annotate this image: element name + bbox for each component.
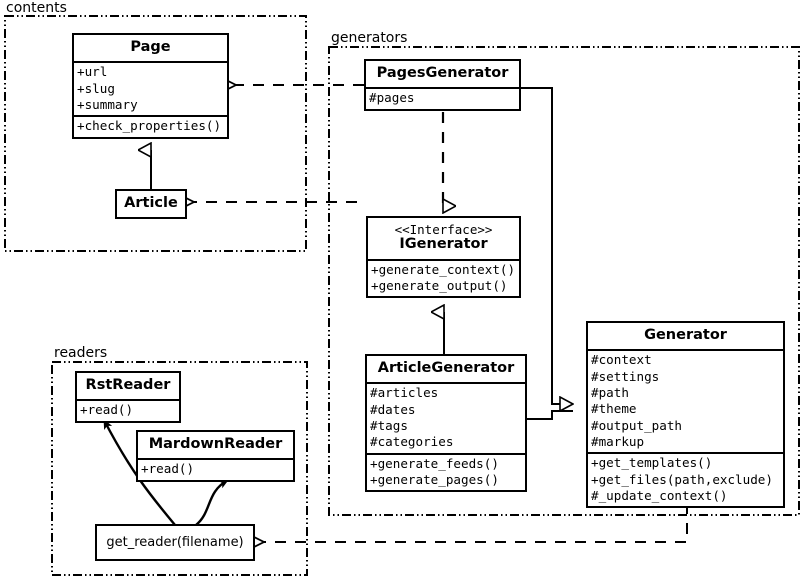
method-row: +generate_feeds() <box>370 455 499 471</box>
class-page-methods: +check_properties() <box>74 115 227 136</box>
attribute-row: #theme <box>591 401 637 417</box>
class-igenerator-stereotype: <<Interface>> <box>394 222 493 237</box>
attribute-row: #tags <box>370 417 408 433</box>
class-rstreader-title: RstReader <box>85 377 171 393</box>
class-mardownreader-methods: +read() <box>138 458 293 479</box>
line-pagesgenerator-to-generator <box>521 87 573 404</box>
package-label-readers: readers <box>54 345 108 361</box>
class-articlegenerator-title: ArticleGenerator <box>377 360 515 376</box>
function-box-get-reader[interactable]: get_reader(filename) <box>95 524 255 561</box>
class-article-title: Article <box>124 195 178 211</box>
method-row: +check_properties() <box>77 118 222 134</box>
class-articlegenerator[interactable]: ArticleGenerator #articles #dates #tags … <box>365 354 527 493</box>
class-igenerator-title: <<Interface>> IGenerator <box>368 218 519 259</box>
class-page[interactable]: Page +url +slug +summary +check_properti… <box>72 33 229 139</box>
attribute-row: #path <box>591 384 629 400</box>
class-mardownreader-title: MardownReader <box>148 436 283 452</box>
method-row: #_update_context() <box>591 488 728 504</box>
class-generator-title: Generator <box>644 327 727 343</box>
attribute-row: #categories <box>370 434 454 450</box>
line-articlegenerator-to-generator <box>527 410 573 420</box>
package-label-contents: contents <box>6 0 67 16</box>
class-article[interactable]: Article <box>115 189 187 220</box>
class-pagesgenerator[interactable]: PagesGenerator #pages <box>364 59 521 111</box>
class-pagesgenerator-attributes: #pages <box>366 87 519 108</box>
class-generator-attributes: #context #settings #path #theme #output_… <box>588 349 783 452</box>
method-row: +read() <box>141 461 195 477</box>
method-row: +read() <box>80 402 134 418</box>
attribute-row: #articles <box>370 385 439 401</box>
method-row: +generate_context() <box>371 261 516 277</box>
class-generator-methods: +get_templates() +get_files(path,exclude… <box>588 452 783 506</box>
class-pagesgenerator-title: PagesGenerator <box>376 65 509 81</box>
attribute-row: #markup <box>591 434 645 450</box>
attribute-row: #pages <box>369 90 415 106</box>
class-igenerator[interactable]: <<Interface>> IGenerator +generate_conte… <box>366 216 521 299</box>
method-row: +get_files(path,exclude) <box>591 471 773 487</box>
line-generator-to-getreader <box>264 503 688 542</box>
class-igenerator-methods: +generate_context() +generate_output() <box>368 258 519 297</box>
class-page-attributes: +url +slug +summary <box>74 61 227 115</box>
method-row: +generate_output() <box>371 277 508 293</box>
method-row: +get_templates() <box>591 455 713 471</box>
class-rstreader[interactable]: RstReader +read() <box>75 371 181 423</box>
class-articlegenerator-attributes: #articles #dates #tags #categories <box>367 382 525 452</box>
function-box-get-reader-label: get_reader(filename) <box>106 535 244 550</box>
package-label-generators: generators <box>331 30 408 46</box>
attribute-row: +summary <box>77 96 138 112</box>
attribute-row: #settings <box>591 368 660 384</box>
attribute-row: #context <box>591 352 652 368</box>
class-generator[interactable]: Generator #context #settings #path #them… <box>586 321 785 509</box>
class-rstreader-methods: +read() <box>77 399 179 420</box>
class-igenerator-name: IGenerator <box>399 236 488 253</box>
attribute-row: +slug <box>77 80 115 96</box>
class-articlegenerator-methods: +generate_feeds() +generate_pages() <box>367 452 525 491</box>
method-row: +generate_pages() <box>370 472 499 488</box>
class-page-title: Page <box>130 39 171 55</box>
attribute-row: +url <box>77 64 108 80</box>
attribute-row: #output_path <box>591 417 682 433</box>
line-getreader-to-mardownreader <box>195 478 229 526</box>
class-mardownreader[interactable]: MardownReader +read() <box>136 430 295 482</box>
attribute-row: #dates <box>370 401 416 417</box>
